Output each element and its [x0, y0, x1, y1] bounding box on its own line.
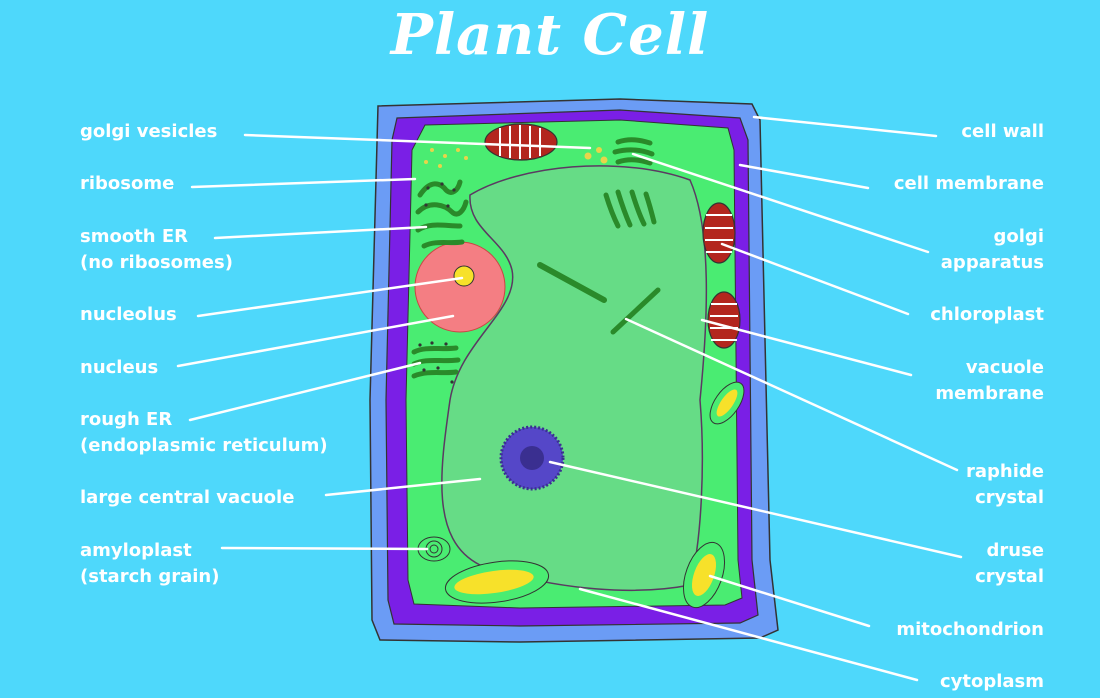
leader-cell-membrane	[738, 163, 870, 190]
rough-er-ribosomes	[418, 341, 454, 384]
label-cell-membrane: cell membrane	[893, 173, 1044, 194]
label-nucleolus: nucleolus	[80, 304, 177, 325]
label-amyloplast: amyloplast (starch grain)	[80, 540, 220, 587]
chloroplast-shape	[707, 291, 741, 349]
label-ribosome: ribosome	[80, 173, 175, 194]
label-mitochondrion: mitochondrion	[896, 619, 1044, 640]
raphide-crystal-shape	[610, 287, 661, 335]
leader-amyloplast	[220, 546, 429, 551]
label-cell-wall: cell wall	[961, 121, 1044, 142]
mitochondrion-shape	[682, 541, 726, 609]
label-large-central-vacuole: large central vacuole	[80, 487, 295, 508]
label-smooth-er: smooth ER (no ribosomes)	[80, 226, 233, 273]
mitochondrion-shape	[709, 381, 745, 425]
leader-golgi-apparatus	[631, 152, 930, 254]
page-title: Plant Cell	[390, 2, 710, 68]
label-chloroplast: chloroplast	[930, 304, 1044, 325]
leader-nucleolus	[196, 276, 464, 318]
leader-nucleus	[176, 314, 455, 368]
label-rough-er: rough ER (endoplasmic reticulum)	[80, 409, 328, 456]
label-cytoplasm: cytoplasm	[939, 671, 1044, 692]
leader-chloroplast	[720, 242, 910, 316]
label-golgi-vesicles: golgi vesicles	[80, 121, 218, 142]
leader-ribosome	[190, 177, 417, 189]
leader-cell-wall	[752, 115, 938, 138]
leader-vacuole-membrane	[700, 318, 913, 377]
raphide-crystal-shape	[537, 262, 607, 303]
leader-druse-crystal	[548, 460, 963, 559]
golgi-apparatus-shape	[612, 137, 655, 166]
smooth-er-shape	[415, 179, 469, 249]
label-vacuole-membrane: vacuole membrane	[935, 357, 1044, 404]
chloroplast-shape	[484, 123, 558, 161]
ribosome-shape	[424, 182, 456, 208]
label-golgi-apparatus: golgi apparatus	[940, 226, 1044, 273]
er-stack-shape	[603, 189, 657, 229]
label-nucleus: nucleus	[80, 357, 159, 378]
label-raphide-crystal: raphide crystal	[966, 461, 1044, 508]
leader-smooth-er	[213, 225, 428, 240]
leader-vacuole	[324, 477, 482, 497]
nucleolus-shape	[453, 265, 475, 287]
leader-cytoplasm	[578, 587, 919, 682]
vacuole-shape	[441, 165, 708, 592]
leader-rough-er	[188, 361, 422, 422]
druse-crystal-shape	[499, 425, 565, 491]
nucleus-shape	[414, 241, 506, 333]
label-druse-crystal: druse crystal	[975, 540, 1044, 587]
chloroplast-shape	[702, 202, 736, 264]
leader-mitochondrion	[708, 574, 871, 628]
leader-golgi-vesicles	[243, 133, 592, 150]
leader-raphide-crystal	[624, 317, 959, 472]
mitochondrion-shape	[444, 560, 550, 604]
leader-lines	[176, 115, 963, 682]
golgi-vesicles-shape	[424, 147, 608, 168]
